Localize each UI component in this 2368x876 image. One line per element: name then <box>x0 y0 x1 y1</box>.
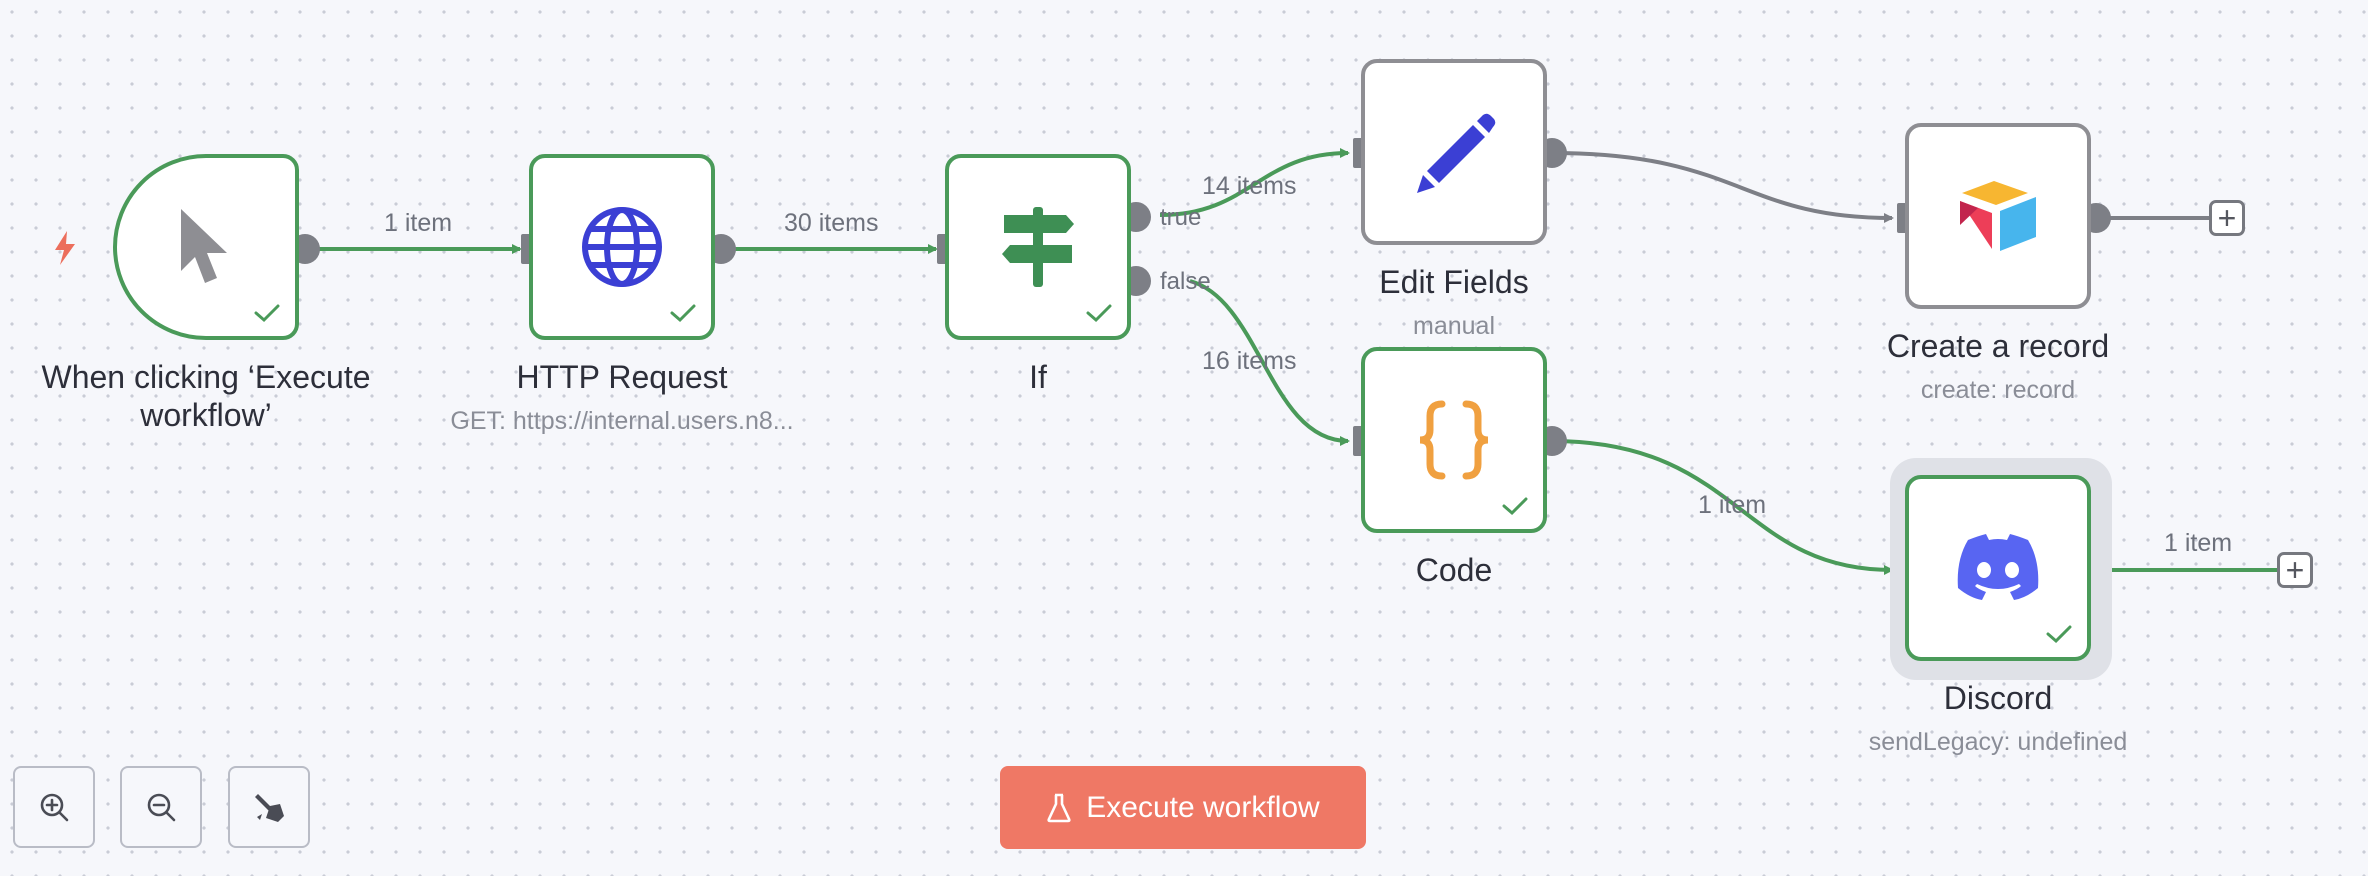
node-code[interactable] <box>1361 347 1547 533</box>
broom-icon <box>255 794 284 822</box>
edge-code-discord[interactable] <box>1551 439 1894 575</box>
success-check-icon <box>1502 497 1528 516</box>
node-title: When clicking ‘Execute workflow’ <box>41 359 371 433</box>
node-subtitle: manual <box>1413 312 1495 340</box>
execute-workflow-label: Execute workflow <box>1086 790 1320 824</box>
edge-label: 16 items <box>1202 347 1297 375</box>
node-title: Create a record <box>1886 328 2110 364</box>
node-subtitle: GET: https://internal.users.n8... <box>450 407 794 435</box>
mouse-pointer-icon <box>117 158 295 336</box>
zoom-in-button[interactable] <box>13 766 95 848</box>
node-http-request[interactable] <box>529 154 715 340</box>
node-create-record[interactable] <box>1905 123 2091 309</box>
flask-icon <box>1047 793 1071 822</box>
node-edit-fields[interactable] <box>1361 59 1547 245</box>
add-node-after-discord-button[interactable]: + <box>2277 552 2313 588</box>
edge-if-false-code[interactable] <box>1189 279 1350 446</box>
edge-label: 1 item <box>384 209 453 237</box>
node-title: Code <box>1415 552 1493 588</box>
edge-label: 30 items <box>784 209 879 237</box>
node-trigger[interactable] <box>113 154 299 340</box>
edge-label: 14 items <box>1202 172 1297 200</box>
zoom-out-icon <box>147 793 176 822</box>
if-true-port-label: true <box>1160 204 1202 231</box>
node-subtitle: sendLegacy: undefined <box>1868 728 2128 756</box>
edge-label: 1 item <box>1698 491 1767 519</box>
success-check-icon <box>254 304 280 323</box>
success-check-icon <box>2046 625 2072 644</box>
tidy-up-button[interactable] <box>228 766 310 848</box>
if-false-port-label: false <box>1160 268 1211 295</box>
node-if[interactable] <box>945 154 1131 340</box>
pencil-icon <box>1365 63 1543 241</box>
airtable-icon <box>1909 127 2087 305</box>
node-subtitle: create: record <box>1920 376 2076 404</box>
success-check-icon <box>1086 304 1112 323</box>
edge-label: 1 item <box>2164 529 2233 557</box>
edge-edit-airtable[interactable] <box>1551 151 1894 223</box>
add-node-after-airtable-button[interactable]: + <box>2209 200 2245 236</box>
zoom-out-button[interactable] <box>120 766 202 848</box>
node-title: If <box>1029 359 1047 395</box>
node-title: HTTP Request <box>516 359 728 395</box>
node-title: Discord <box>1943 680 2053 716</box>
node-discord[interactable] <box>1905 475 2091 661</box>
edge-if-true-edit[interactable] <box>1159 148 1350 217</box>
execute-workflow-button[interactable]: Execute workflow <box>1000 766 1366 849</box>
zoom-in-icon <box>40 793 69 822</box>
discord-icon <box>1909 479 2087 657</box>
signpost-icon <box>949 158 1127 336</box>
node-title: Edit Fields <box>1379 264 1529 300</box>
success-check-icon <box>670 304 696 323</box>
trigger-bolt-icon <box>50 230 80 271</box>
braces-icon <box>1365 351 1543 529</box>
globe-icon <box>533 158 711 336</box>
